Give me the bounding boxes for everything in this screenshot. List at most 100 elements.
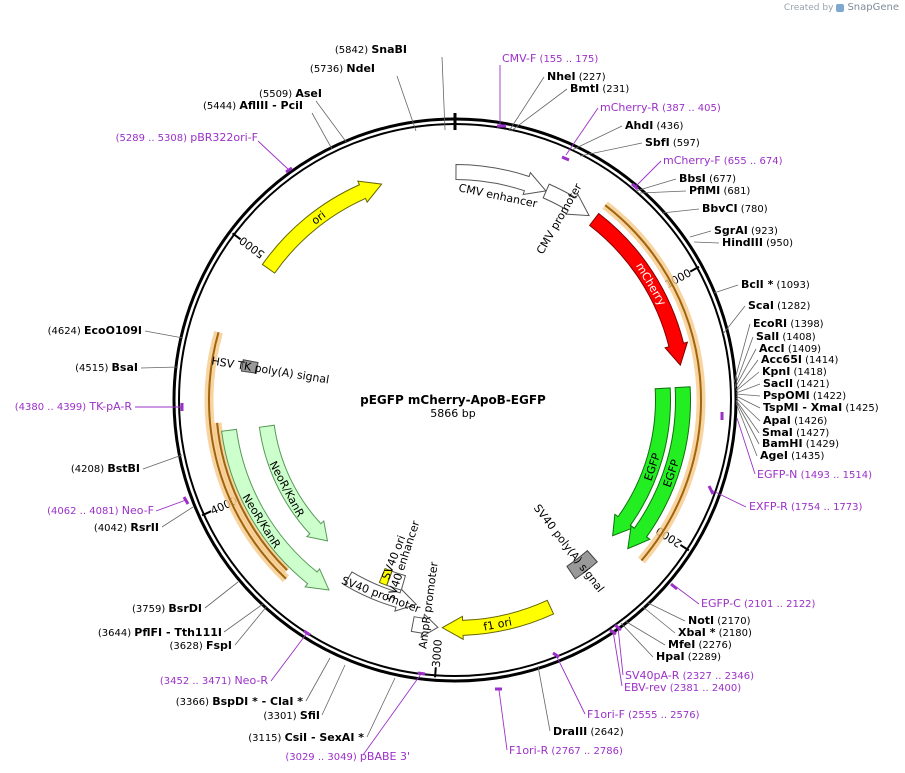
- site-leader-line: [624, 620, 666, 646]
- site-label: SalI (1408): [756, 330, 816, 343]
- primer-cmv-f[interactable]: CMV-F (155 .. 175): [497, 52, 598, 128]
- site-label: (5842) SnaBI: [335, 43, 407, 56]
- site-leader-line: [537, 665, 551, 732]
- primer-ebv-rev[interactable]: EBV-rev (2381 .. 2400): [609, 628, 741, 694]
- site-leader-line: [140, 366, 179, 369]
- site-ecoo109i[interactable]: (4624) EcoO109I: [48, 324, 184, 339]
- primer-egfp-n[interactable]: EGFP-N (1493 .. 1514): [720, 412, 872, 481]
- site-kpni[interactable]: KpnI (1418): [735, 365, 827, 392]
- primer-mcherry-r[interactable]: mCherry-R (387 .. 405): [561, 101, 721, 162]
- site-agei[interactable]: AgeI (1435): [735, 402, 824, 462]
- site-bcli-[interactable]: BclI * (1093): [713, 278, 810, 294]
- site-leader-line: [223, 603, 264, 633]
- primer-mark: [561, 155, 570, 162]
- feature-ori[interactable]: ori: [261, 180, 383, 274]
- feature-cmv-enhancer[interactable]: CMV enhancer: [455, 163, 547, 211]
- site-hpai[interactable]: HpaI (2289): [620, 622, 721, 663]
- site-acci[interactable]: AccI (1409): [734, 342, 821, 389]
- site-csii-sexai-[interactable]: (3115) CsiI - SexAI *: [248, 677, 396, 744]
- site-bstbi[interactable]: (4208) BstBI: [71, 454, 183, 475]
- site-ndei[interactable]: (5736) NdeI: [310, 62, 417, 132]
- primer-leader-line: [736, 417, 756, 475]
- site-leader-line: [735, 371, 760, 392]
- site-sfii[interactable]: (3301) SfiI: [263, 664, 346, 722]
- site-hindiii[interactable]: HindIII (950): [693, 236, 793, 249]
- feature-cmv-promoter[interactable]: CMV promoter: [534, 181, 590, 257]
- site-leader-line: [722, 305, 746, 335]
- site-label: (3366) BspDI * - ClaI *: [176, 695, 303, 708]
- site-label: DraIII (2642): [553, 725, 624, 738]
- plasmid-size: 5866 bp: [430, 407, 475, 420]
- site-snabi[interactable]: (5842) SnaBI: [335, 43, 446, 131]
- site-rsrii[interactable]: (4042) RsrII: [94, 506, 194, 534]
- primer-mark: [285, 166, 293, 174]
- site-leader-line: [693, 241, 720, 244]
- site-xbai-[interactable]: XbaI * (2180): [642, 606, 752, 639]
- site-sgrai[interactable]: SgrAI (923): [689, 224, 778, 238]
- feature-label: NeoR/KanR: [267, 459, 307, 520]
- site-sacii[interactable]: SacII (1421): [735, 377, 830, 394]
- site-bspdi-clai-[interactable]: (3366) BspDI * - ClaI *: [176, 657, 331, 708]
- feature-shape: [627, 386, 691, 550]
- feature-hsv-tk-polya[interactable]: HSV TK poly(A) signal: [211, 355, 331, 387]
- primer-egfp-c[interactable]: EGFP-C (2101 .. 2122): [670, 582, 816, 610]
- tick-3000: [434, 667, 437, 678]
- site-mfei[interactable]: MfeI (2276): [624, 620, 732, 651]
- site-sali[interactable]: SalI (1408): [734, 330, 816, 387]
- site-bamhi[interactable]: BamHI (1429): [735, 400, 839, 450]
- site-ahdi[interactable]: AhdI (436): [571, 119, 683, 151]
- feature-shape: [612, 387, 671, 537]
- site-acc65i[interactable]: Acc65I (1414): [735, 353, 838, 391]
- snapgene-credit: Created by SnapGene: [784, 2, 899, 13]
- site-pspomi[interactable]: PspOMI (1422): [735, 389, 846, 402]
- primer-f1ori-r[interactable]: F1ori-R (2767 .. 2786): [495, 687, 623, 757]
- site-leader-line: [142, 454, 183, 470]
- primer-neo-r[interactable]: (3452 .. 3471) Neo-R: [160, 629, 311, 687]
- site-label: (5444) AflIII - PciI: [203, 99, 303, 112]
- site-pflmi[interactable]: PflMI (681): [639, 184, 750, 197]
- site-draiii[interactable]: DraIII (2642): [537, 665, 624, 738]
- primer-pbabe-3-[interactable]: (3029 .. 3049) pBABE 3': [285, 671, 426, 763]
- site-noti[interactable]: NotI (2170): [647, 602, 751, 627]
- snapgene-logo-icon: [836, 3, 845, 12]
- primer-exfp-r[interactable]: EXFP-R (1754 .. 1773): [707, 485, 863, 513]
- site-tspmi-xmai[interactable]: TspMI - XmaI (1425): [735, 395, 879, 414]
- feature-shape: [441, 599, 555, 641]
- site-ecori[interactable]: EcoRI (1398): [733, 317, 824, 384]
- primer-tk-pa-r[interactable]: (4380 .. 4399) TK-pA-R: [15, 400, 184, 413]
- site-sbfi[interactable]: SbfI (597): [579, 136, 700, 157]
- site-smai[interactable]: SmaI (1427): [735, 399, 829, 439]
- plasmid-name: pEGFP mCherry-ApoB-EGFP: [360, 393, 546, 407]
- feature-shape: [410, 613, 439, 639]
- site-scai[interactable]: ScaI (1282): [722, 299, 810, 335]
- site-label: Acc65I (1414): [761, 353, 838, 366]
- site-bmti[interactable]: BmtI (231): [510, 82, 629, 132]
- site-bsai[interactable]: (4515) BsaI: [75, 361, 179, 374]
- site-label: BmtI (231): [570, 82, 629, 95]
- primer-f1ori-f[interactable]: F1ori-F (2555 .. 2576): [552, 651, 700, 721]
- site-leader-line: [735, 399, 760, 434]
- site-label: SmaI (1427): [762, 426, 829, 439]
- site-nhei[interactable]: NheI (227): [508, 70, 606, 132]
- primer-neo-f[interactable]: (4062 .. 4081) Neo-F: [47, 496, 190, 517]
- site-apai[interactable]: ApaI (1426): [735, 397, 827, 427]
- site-asei[interactable]: (5509) AseI: [259, 87, 348, 144]
- site-label: XbaI * (2180): [678, 626, 752, 639]
- site-afliii-pcii[interactable]: (5444) AflIII - PciI: [203, 99, 333, 150]
- site-fspi[interactable]: (3628) FspI: [170, 605, 268, 652]
- site-bbvci[interactable]: BbvCI (780): [661, 202, 768, 215]
- primer-mark: [552, 651, 560, 659]
- feature-shape: [566, 549, 598, 580]
- site-bsrdi[interactable]: (3759) BsrDI: [132, 581, 239, 615]
- primer-sv40pa-r[interactable]: SV40pA-R (2327 .. 2346): [614, 623, 754, 682]
- feature-sv40-polya[interactable]: SV40 poly(A) signal: [531, 502, 607, 595]
- site-pflfi-tth111i[interactable]: (3644) PflFI - Tth111I: [98, 603, 264, 639]
- site-bbsi[interactable]: BbsI (677): [635, 172, 736, 192]
- primer-pbr322ori-f[interactable]: (5289 .. 5308) pBR322ori-F: [116, 131, 293, 174]
- feature-f1-ori[interactable]: f1 ori: [441, 599, 555, 641]
- site-label: (4515) BsaI: [75, 361, 138, 374]
- primer-mcherry-f[interactable]: mCherry-F (655 .. 674): [631, 154, 783, 191]
- site-label: EcoRI (1398): [753, 317, 824, 330]
- primer-mark: [614, 623, 622, 632]
